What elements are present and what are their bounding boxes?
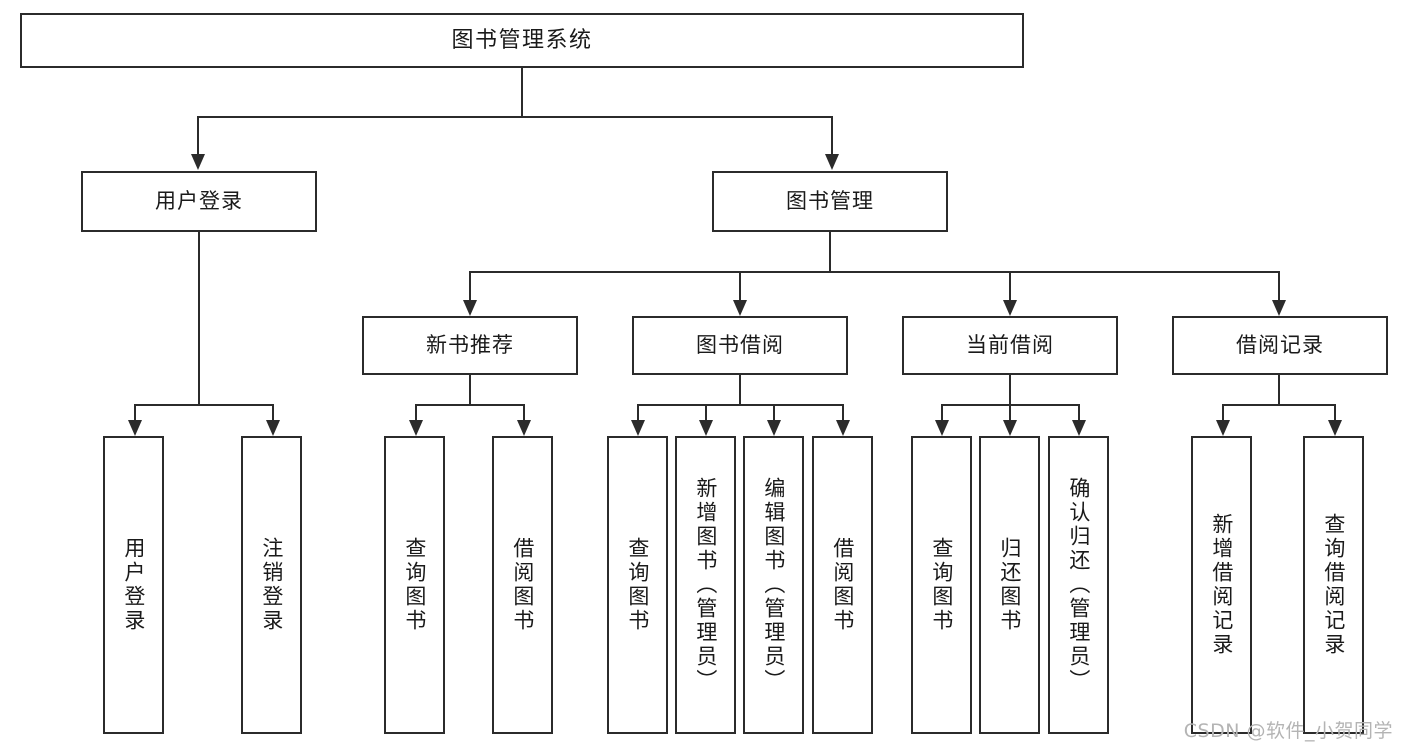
connector-new-book-recommend-stem — [469, 375, 471, 406]
node-leaf-borrow-book-1[interactable]: 借阅图书 — [492, 436, 553, 734]
node-leaf-query-book-1-label: 查询图书 — [402, 537, 427, 633]
connector-drop-leaf-add-record — [1222, 404, 1224, 422]
connector-book-borrow-stem — [739, 375, 741, 406]
node-book-manage[interactable]: 图书管理 — [712, 171, 948, 232]
arrow-user-login — [191, 154, 205, 170]
node-root-label: 图书管理系统 — [451, 27, 593, 53]
node-leaf-confirm-return[interactable]: 确认归还（管理员） — [1048, 436, 1109, 734]
connector-drop-leaf-return-book — [1009, 404, 1011, 422]
node-leaf-query-book-1[interactable]: 查询图书 — [384, 436, 445, 734]
node-leaf-return-book-label: 归还图书 — [997, 537, 1022, 633]
csdn-watermark: CSDN @软件_小贺同学 — [1183, 720, 1393, 742]
node-leaf-logout-login-label: 注销登录 — [259, 537, 284, 633]
node-new-book-recommend[interactable]: 新书推荐 — [362, 316, 578, 375]
arrow-leaf-borrow-book-1 — [517, 420, 531, 436]
connector-user-login-stem — [198, 232, 200, 406]
connector-drop-new-book-recommend — [469, 271, 471, 302]
connector-bus-borrow-record — [1222, 404, 1336, 406]
arrow-leaf-query-book-3 — [935, 420, 949, 436]
node-leaf-query-book-2[interactable]: 查询图书 — [607, 436, 668, 734]
connector-bus-new-book-recommend — [415, 404, 525, 406]
connector-bus-user-login — [134, 404, 274, 406]
connector-borrow-record-stem — [1278, 375, 1280, 406]
node-leaf-confirm-return-label: 确认归还（管理员） — [1066, 477, 1091, 693]
node-leaf-query-book-2-label: 查询图书 — [625, 537, 650, 633]
node-borrow-record-label: 借阅记录 — [1236, 333, 1324, 358]
node-new-book-recommend-label: 新书推荐 — [426, 333, 514, 358]
node-user-login[interactable]: 用户登录 — [81, 171, 317, 232]
arrow-leaf-query-book-2 — [631, 420, 645, 436]
node-leaf-edit-book[interactable]: 编辑图书（管理员） — [743, 436, 804, 734]
arrow-leaf-borrow-book-2 — [836, 420, 850, 436]
node-book-borrow[interactable]: 图书借阅 — [632, 316, 848, 375]
node-leaf-query-record-label: 查询借阅记录 — [1321, 513, 1346, 657]
node-leaf-logout-login[interactable]: 注销登录 — [241, 436, 302, 734]
connector-root-stem — [521, 68, 523, 117]
arrow-leaf-logout-login — [266, 420, 280, 436]
connector-drop-leaf-user-login — [134, 404, 136, 422]
arrow-leaf-edit-book — [767, 420, 781, 436]
node-book-borrow-label: 图书借阅 — [696, 333, 784, 358]
connector-bus-level1 — [197, 116, 833, 118]
arrow-leaf-confirm-return — [1072, 420, 1086, 436]
connector-drop-leaf-logout-login — [272, 404, 274, 422]
connector-drop-book-manage — [831, 116, 833, 156]
connector-bus-book-borrow — [637, 404, 844, 406]
node-borrow-record[interactable]: 借阅记录 — [1172, 316, 1388, 375]
connector-drop-leaf-edit-book — [773, 404, 775, 422]
connector-drop-leaf-query-book-2 — [637, 404, 639, 422]
arrow-leaf-return-book — [1003, 420, 1017, 436]
connector-current-borrow-stem — [1009, 375, 1011, 406]
connector-drop-leaf-query-book-1 — [415, 404, 417, 422]
connector-drop-leaf-query-book-3 — [941, 404, 943, 422]
arrow-leaf-user-login — [128, 420, 142, 436]
node-leaf-user-login-label: 用户登录 — [121, 537, 146, 633]
arrow-new-book-recommend — [463, 300, 477, 316]
arrow-book-borrow — [733, 300, 747, 316]
connector-drop-leaf-borrow-book-2 — [842, 404, 844, 422]
arrow-borrow-record — [1272, 300, 1286, 316]
node-leaf-edit-book-label: 编辑图书（管理员） — [761, 477, 786, 693]
node-leaf-borrow-book-1-label: 借阅图书 — [510, 537, 535, 633]
node-leaf-user-login[interactable]: 用户登录 — [103, 436, 164, 734]
connector-bus-level2 — [469, 271, 1280, 273]
arrow-leaf-add-record — [1216, 420, 1230, 436]
connector-drop-leaf-confirm-return — [1078, 404, 1080, 422]
node-leaf-query-book-3-label: 查询图书 — [929, 537, 954, 633]
node-leaf-add-record-label: 新增借阅记录 — [1209, 513, 1234, 657]
connector-drop-leaf-borrow-book-1 — [523, 404, 525, 422]
node-leaf-query-record[interactable]: 查询借阅记录 — [1303, 436, 1364, 734]
connector-book-manage-stem — [829, 232, 831, 273]
arrow-leaf-query-book-1 — [409, 420, 423, 436]
arrow-current-borrow — [1003, 300, 1017, 316]
node-user-login-label: 用户登录 — [155, 189, 243, 214]
arrow-book-manage — [825, 154, 839, 170]
node-leaf-add-record[interactable]: 新增借阅记录 — [1191, 436, 1252, 734]
node-root[interactable]: 图书管理系统 — [20, 13, 1024, 68]
node-leaf-borrow-book-2[interactable]: 借阅图书 — [812, 436, 873, 734]
connector-drop-leaf-add-book — [705, 404, 707, 422]
connector-drop-leaf-query-record — [1334, 404, 1336, 422]
node-leaf-borrow-book-2-label: 借阅图书 — [830, 537, 855, 633]
node-current-borrow-label: 当前借阅 — [966, 333, 1054, 358]
arrow-leaf-add-book — [699, 420, 713, 436]
node-current-borrow[interactable]: 当前借阅 — [902, 316, 1118, 375]
node-leaf-add-book-label: 新增图书（管理员） — [693, 477, 718, 693]
connector-drop-book-borrow — [739, 271, 741, 302]
connector-drop-user-login — [197, 116, 199, 156]
node-leaf-query-book-3[interactable]: 查询图书 — [911, 436, 972, 734]
node-book-manage-label: 图书管理 — [786, 189, 874, 214]
node-leaf-add-book[interactable]: 新增图书（管理员） — [675, 436, 736, 734]
connector-drop-current-borrow — [1009, 271, 1011, 302]
connector-drop-borrow-record — [1278, 271, 1280, 302]
node-leaf-return-book[interactable]: 归还图书 — [979, 436, 1040, 734]
arrow-leaf-query-record — [1328, 420, 1342, 436]
